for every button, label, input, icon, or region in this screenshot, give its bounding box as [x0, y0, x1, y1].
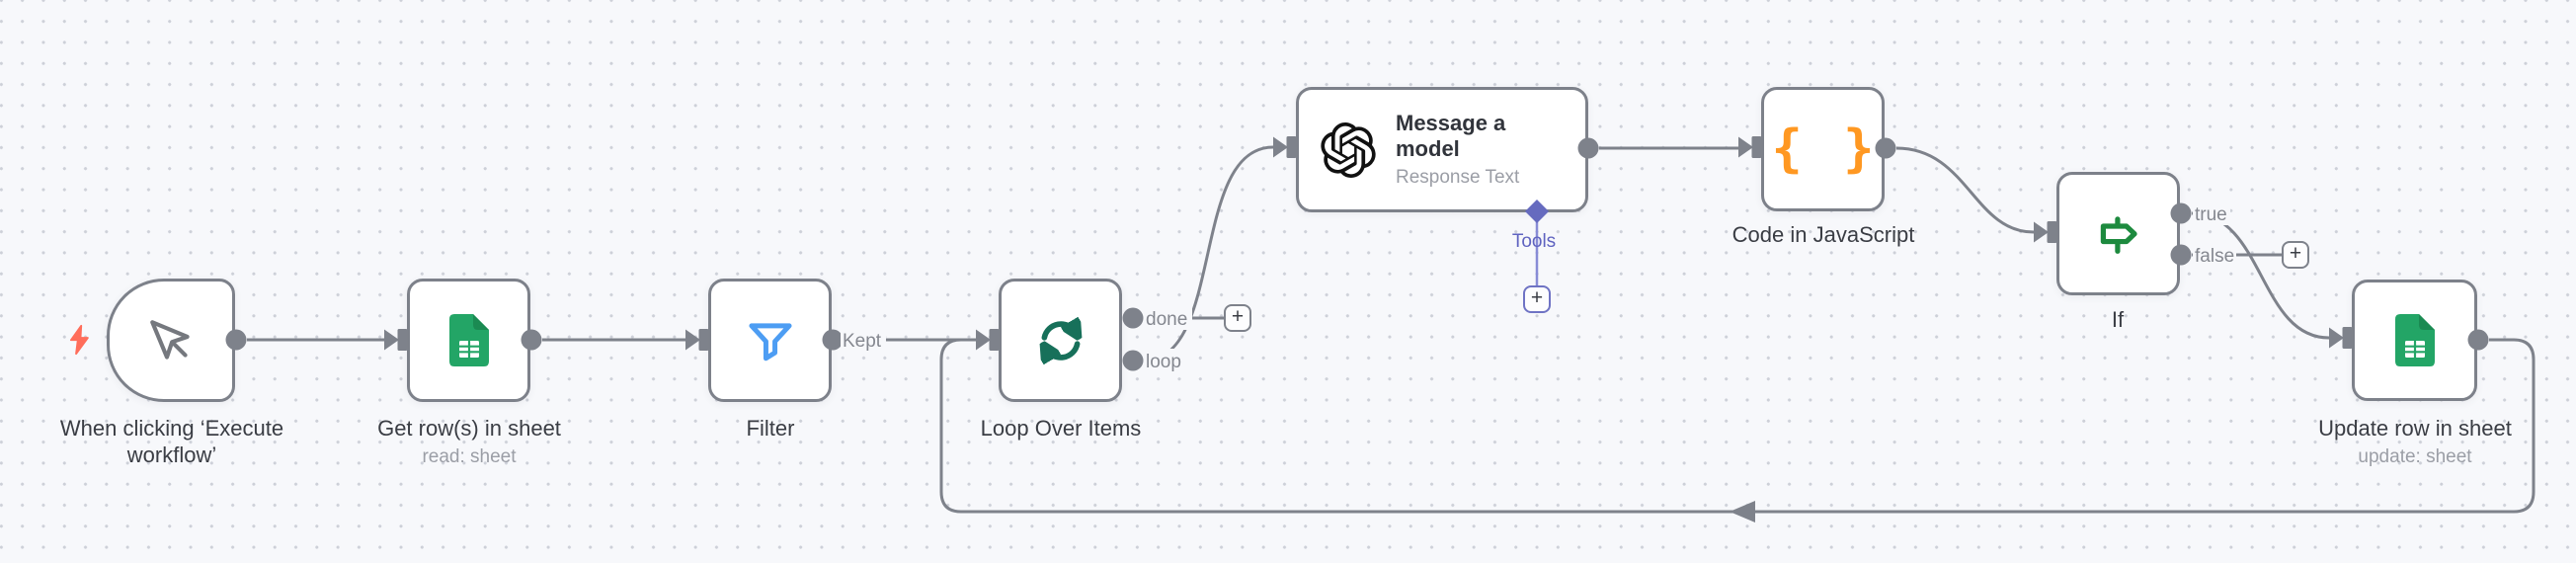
output-port-loop-loop[interactable] [1122, 350, 1144, 371]
node-subtitle-message-a-model: Response Text [1396, 167, 1520, 188]
input-port-getrows[interactable] [384, 329, 408, 351]
output-port-loop-done[interactable] [1122, 307, 1144, 329]
code-braces-icon: { } [1771, 120, 1880, 179]
node-label-update-row: Update row in sheet [2318, 416, 2512, 441]
add-node-button-loop-done[interactable]: + [1224, 304, 1251, 332]
node-message-a-model[interactable]: Message a model Response Text [1296, 87, 1588, 212]
input-port-code[interactable] [1738, 136, 1762, 158]
google-sheets-icon [2394, 314, 2435, 366]
connection-loop-to-message[interactable] [1143, 145, 1274, 362]
node-subtitle-get-rows: read: sheet [422, 446, 517, 467]
node-manual-trigger[interactable] [107, 279, 235, 402]
node-update-row-in-sheet[interactable] [2352, 280, 2477, 401]
input-port-filter[interactable] [685, 329, 709, 351]
input-port-update[interactable] [2329, 327, 2353, 349]
node-label-get-rows: Get row(s) in sheet [377, 416, 561, 441]
node-code-in-javascript[interactable]: { } [1761, 87, 1885, 211]
node-if[interactable] [2056, 172, 2180, 295]
node-loop-over-items[interactable] [999, 279, 1122, 402]
input-port-message[interactable] [1273, 136, 1297, 158]
input-port-loop[interactable] [976, 329, 1000, 351]
connection-if-true-to-update[interactable] [2191, 211, 2330, 340]
add-node-button-if-false[interactable]: + [2282, 241, 2309, 269]
filter-funnel-icon [748, 322, 792, 361]
tools-port-label: Tools [1512, 231, 1556, 252]
add-tool-button[interactable]: + [1523, 285, 1551, 313]
mouse-pointer-icon [150, 319, 190, 360]
node-title-message-a-model: Message a model [1396, 111, 1506, 161]
loop-refresh-icon [1034, 314, 1087, 367]
node-label-if: If [2111, 307, 2125, 332]
signpost-icon [2100, 215, 2137, 254]
node-subtitle-update-row: update: sheet [2358, 446, 2472, 467]
node-label-filter: Filter [746, 416, 795, 441]
execution-bolt-icon [69, 324, 89, 356]
node-label-loop: Loop Over Items [980, 416, 1142, 441]
connection-code-to-if[interactable] [1895, 146, 2035, 234]
node-label-code: Code in JavaScript [1731, 222, 1915, 247]
input-port-if[interactable] [2034, 221, 2057, 243]
google-sheets-icon [448, 314, 489, 366]
node-get-rows-in-sheet[interactable] [407, 279, 530, 402]
node-filter[interactable] [708, 279, 832, 402]
openai-logo-icon [1321, 121, 1376, 178]
node-label-manual-trigger: When clicking ‘Execute workflow’ [59, 416, 284, 467]
